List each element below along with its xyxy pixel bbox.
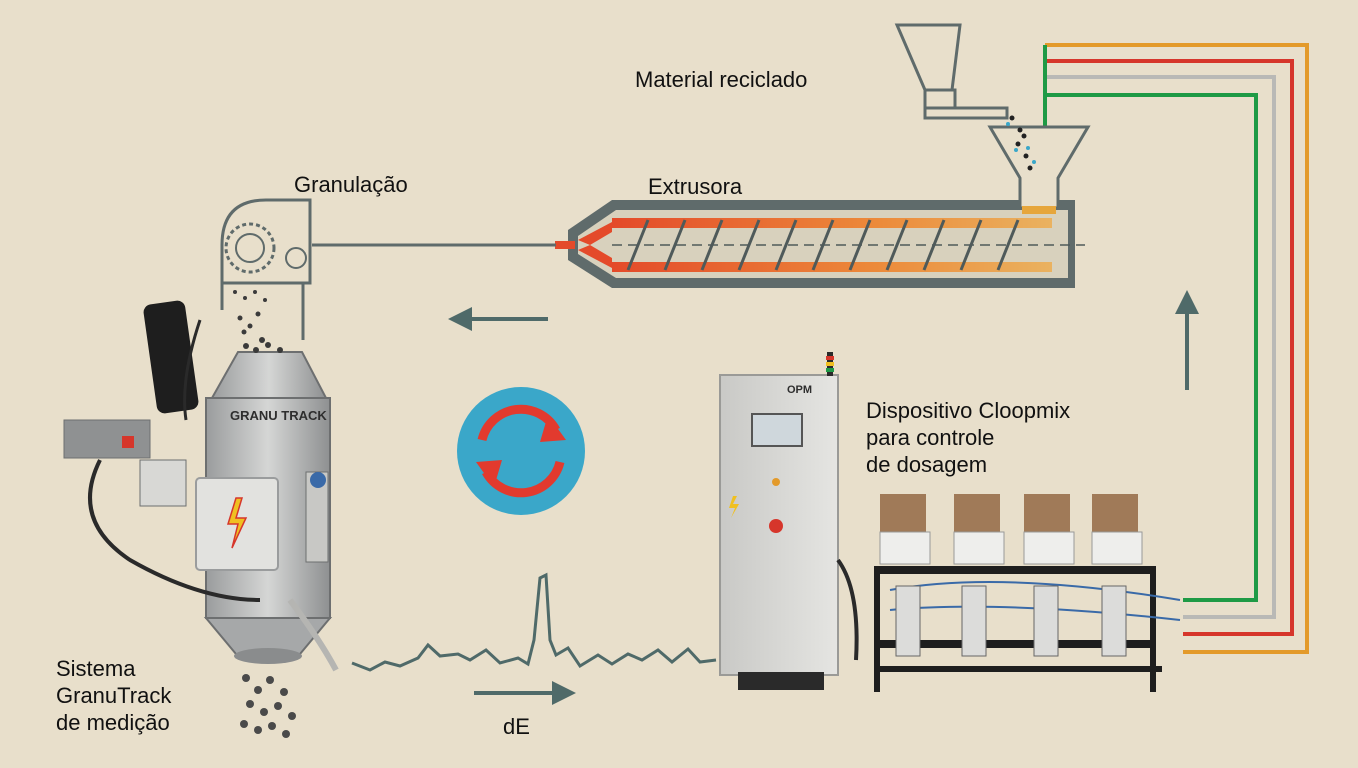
arrow-up-icon <box>1175 290 1199 390</box>
recycled-material-hopper <box>894 23 1009 120</box>
label-material-reciclado: Material reciclado <box>635 67 808 92</box>
granulator <box>220 198 312 340</box>
granutrack-machine: GRANU TRACK <box>63 300 339 738</box>
measurement-signal <box>351 572 717 672</box>
doser-unit-1 <box>879 494 931 657</box>
label-dispositivo-line-2: para controle <box>866 425 995 450</box>
doser-unit-2 <box>953 494 1005 657</box>
label-dispositivo-line-3: de dosagem <box>866 452 988 477</box>
label-sistema-line-3: de medição <box>56 710 170 735</box>
feed-hopper <box>987 125 1091 210</box>
extruder <box>555 115 1091 288</box>
cabinet-screen <box>751 413 803 447</box>
granutrack-logo: GRANU TRACK <box>230 408 327 423</box>
label-granulacao: Granulação <box>294 172 408 197</box>
label-dispositivo-line-1: Dispositivo Cloopmix <box>866 398 1071 423</box>
opm-logo: OPM <box>787 384 812 396</box>
signal-line-gray <box>1045 75 1276 619</box>
label-sistema-line-2: GranuTrack <box>56 683 172 708</box>
doser-unit-4 <box>1091 494 1143 657</box>
signal-line-red <box>1045 59 1294 636</box>
label-dispositivo-cloopmix: Dispositivo Cloopmix para controle de do… <box>866 397 1070 478</box>
label-extrusora: Extrusora <box>648 174 743 199</box>
label-sistema-granutrack: Sistema GranuTrack de medição <box>56 655 171 736</box>
cycle-icon <box>457 387 585 515</box>
label-de: dE <box>503 714 530 739</box>
cloopmix-cabinet: OPM <box>719 352 839 690</box>
signal-line-orange <box>1045 43 1309 654</box>
arrow-right-icon <box>474 681 576 705</box>
extruder-screw <box>612 219 1085 271</box>
doser-unit-3 <box>1023 494 1075 657</box>
arrow-left-icon <box>448 307 548 331</box>
dosing-frame <box>836 494 1181 692</box>
label-sistema-line-1: Sistema <box>56 656 136 681</box>
